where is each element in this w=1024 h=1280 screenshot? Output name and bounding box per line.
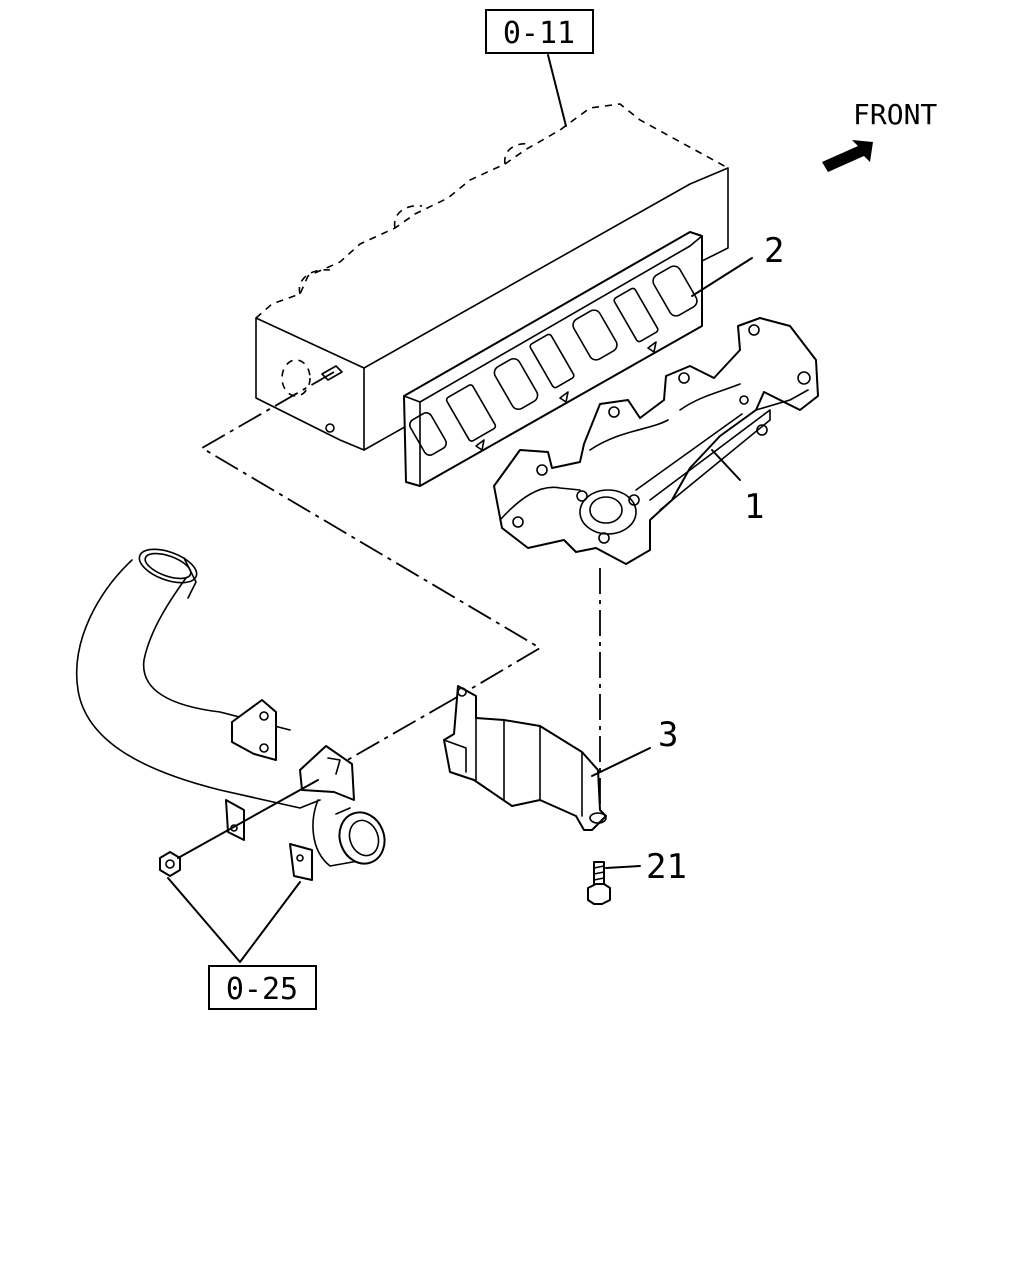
leader-21	[605, 865, 641, 869]
leader-3	[591, 747, 651, 777]
front-label: FRONT	[853, 98, 937, 131]
ref-label-top: 0-11	[503, 16, 575, 51]
leader-bottom-ref-b	[239, 881, 301, 963]
cylinder-head	[255, 103, 729, 451]
front-arrow-icon	[822, 140, 873, 172]
gasket	[403, 231, 703, 487]
leader-2	[691, 257, 753, 297]
callout-21[interactable]: 21	[646, 847, 687, 887]
callout-3[interactable]: 3	[658, 715, 678, 755]
leader-bottom-ref-a	[167, 877, 241, 963]
heat-shield-bracket	[443, 685, 607, 831]
centerline-head-shield	[200, 371, 542, 701]
ref-box-top[interactable]: 0-11	[485, 9, 594, 54]
exhaust-manifold	[493, 317, 819, 565]
leader-top-ref	[547, 54, 567, 127]
exhaust-pipe-assembly	[76, 548, 386, 881]
nut-leader-line	[177, 779, 319, 859]
callout-1[interactable]: 1	[744, 487, 764, 527]
nut	[159, 851, 181, 877]
ref-label-bottom: 0-25	[226, 972, 298, 1007]
ref-box-bottom[interactable]: 0-25	[208, 965, 317, 1010]
bolt	[587, 861, 611, 905]
leader-1	[711, 449, 741, 481]
callout-2[interactable]: 2	[764, 231, 784, 271]
centerline-shield-pipe	[329, 699, 453, 771]
